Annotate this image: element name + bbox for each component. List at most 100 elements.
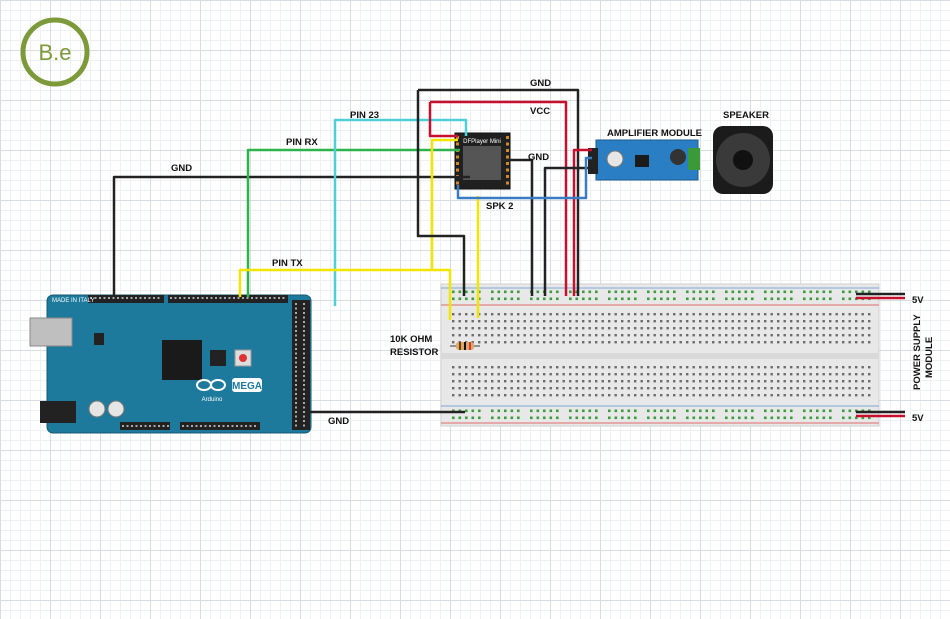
rail-hole — [816, 416, 819, 420]
label-psu-line1: POWER SUPPLY — [912, 314, 923, 390]
terminal-hole — [569, 313, 572, 316]
terminal-hole — [562, 394, 565, 397]
terminal-hole — [640, 366, 643, 369]
rail-hole — [712, 409, 715, 413]
terminal-hole — [718, 387, 721, 390]
terminal-hole — [803, 313, 806, 316]
terminal-hole — [478, 387, 481, 390]
header-pin — [200, 425, 202, 427]
terminal-hole — [842, 341, 845, 344]
terminal-hole — [822, 394, 825, 397]
terminal-hole — [536, 394, 539, 397]
terminal-hole — [595, 380, 598, 383]
rail-hole — [608, 416, 611, 420]
terminal-hole — [692, 313, 695, 316]
terminal-hole — [744, 394, 747, 397]
rail-hole — [660, 290, 663, 294]
label-gnd-top: GND — [530, 78, 551, 89]
terminal-hole — [835, 366, 838, 369]
rail-hole — [686, 409, 689, 413]
rail-hole — [504, 416, 507, 420]
terminal-hole — [556, 313, 559, 316]
rail-hole — [712, 297, 715, 301]
wire-pin-rx — [246, 148, 460, 297]
header-pin — [303, 379, 305, 382]
rail-hole — [653, 416, 657, 420]
rail-hole — [666, 297, 670, 301]
dfplayer-pin — [506, 175, 509, 178]
terminal-hole — [627, 313, 630, 316]
terminal-hole — [738, 334, 741, 337]
rail-hole — [738, 297, 741, 301]
wire-vcc-dfplayer — [428, 102, 458, 138]
rail-hole — [666, 290, 670, 294]
rail-hole — [614, 290, 618, 294]
terminal-hole — [731, 387, 734, 390]
terminal-hole — [497, 394, 500, 397]
terminal-hole — [660, 387, 663, 390]
terminal-hole — [621, 320, 624, 323]
terminal-hole — [770, 366, 773, 369]
header-pin — [303, 411, 305, 413]
terminal-hole — [796, 387, 799, 390]
terminal-hole — [660, 394, 663, 397]
terminal-hole — [640, 313, 643, 316]
terminal-hole — [783, 327, 786, 330]
terminal-hole — [640, 341, 643, 344]
terminal-hole — [796, 341, 799, 344]
terminal-hole — [556, 327, 559, 330]
header-pin — [295, 415, 297, 418]
terminal-hole — [777, 327, 780, 330]
rail-hole — [517, 290, 520, 294]
header-pin — [295, 388, 297, 391]
terminal-hole — [699, 313, 702, 316]
terminal-hole — [543, 327, 546, 330]
terminal-hole — [575, 366, 578, 369]
header-pin — [186, 425, 189, 427]
label-gnd-mid: GND — [528, 152, 549, 163]
terminal-hole — [562, 373, 565, 376]
terminal-hole — [510, 313, 513, 316]
terminal-hole — [699, 394, 702, 397]
rail-hole — [673, 416, 676, 420]
terminal-hole — [822, 341, 825, 344]
terminal-hole — [744, 341, 747, 344]
terminal-hole — [621, 327, 624, 330]
terminal-hole — [452, 313, 455, 316]
rail-hole — [504, 409, 507, 413]
terminal-hole — [718, 320, 721, 323]
terminal-hole — [757, 387, 760, 390]
terminal-hole — [595, 387, 598, 390]
terminal-hole — [549, 313, 552, 316]
terminal-hole — [595, 334, 598, 337]
terminal-hole — [731, 313, 734, 316]
dfplayer-pin — [506, 136, 509, 139]
terminal-hole — [822, 380, 825, 383]
rail-hole — [536, 290, 540, 294]
header-pin — [295, 307, 297, 310]
terminal-hole — [835, 327, 838, 330]
terminal-hole — [692, 387, 695, 390]
terminal-hole — [868, 366, 871, 369]
terminal-hole — [562, 313, 565, 316]
rail-hole — [621, 290, 624, 294]
header-pin — [170, 297, 172, 299]
header-pin — [213, 425, 216, 427]
terminal-hole — [517, 341, 520, 344]
terminal-hole — [718, 366, 721, 369]
terminal-hole — [673, 320, 676, 323]
terminal-hole — [608, 373, 611, 376]
rail-hole — [822, 409, 826, 413]
header-pin — [108, 297, 110, 299]
terminal-hole — [790, 373, 793, 376]
header-pin — [158, 425, 160, 427]
terminal-hole — [517, 320, 520, 323]
terminal-hole — [692, 320, 695, 323]
terminal-hole — [666, 327, 669, 330]
terminal-hole — [796, 313, 799, 316]
rail-hole — [634, 409, 637, 413]
terminal-hole — [705, 394, 708, 397]
terminal-hole — [478, 320, 481, 323]
terminal-hole — [523, 380, 526, 383]
terminal-hole — [848, 327, 851, 330]
